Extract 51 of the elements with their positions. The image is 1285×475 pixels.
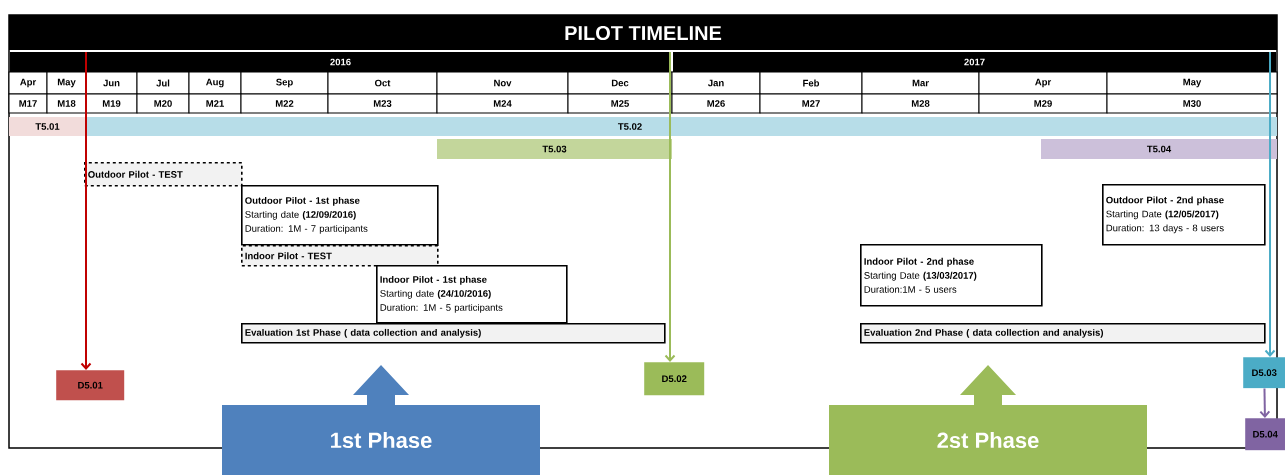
table-cell: M17 [8, 93, 48, 114]
table-cell: M20 [136, 93, 190, 114]
table-cell: M25 [567, 93, 673, 114]
table-cell: M30 [1106, 93, 1278, 114]
task-bar: T5.03 [437, 139, 672, 159]
table-cell: Mar [861, 71, 980, 95]
arrow [664, 51, 676, 362]
arrow [80, 51, 92, 370]
task-bar: T5.01 [9, 117, 86, 136]
deliverable-box: D5.04 [1245, 418, 1285, 451]
table-cell: M29 [978, 93, 1108, 114]
table-cell: M24 [436, 93, 569, 114]
deliverable-box: D5.02 [644, 362, 705, 396]
activity-box: Outdoor Pilot - TEST [84, 162, 243, 187]
activity-box: Indoor Pilot - 2nd phase Starting Date (13/03/2017) Duration:1M - 5 users [860, 244, 1043, 307]
deliverable-box: D5.03 [1243, 357, 1285, 389]
table-cell: May [46, 71, 87, 95]
deliverable-box: D5.01 [56, 370, 125, 401]
table-cell: M21 [188, 93, 242, 114]
table-cell: Apr [8, 71, 48, 95]
table-cell: M22 [240, 93, 329, 114]
table-cell: May [1106, 71, 1278, 95]
activity-box: Indoor Pilot - 1st phase Starting date (24/10/2016) Duration: 1M - 5 participants [376, 265, 568, 324]
table-cell: Sep [240, 71, 329, 95]
arrow [1259, 387, 1271, 418]
activity-box: Outdoor Pilot - 2nd phase Starting Date (12/05/2017) Duration: 13 days - 8 users [1102, 184, 1266, 246]
table-cell: Jul [136, 71, 190, 95]
arrow [1264, 51, 1276, 357]
task-bar: T5.02 [86, 117, 1277, 136]
activity-box: Outdoor Pilot - 1st phase Starting date (12/09/2016) Duration: 1M - 7 participants [241, 185, 439, 246]
activity-box: Indoor Pilot - TEST [241, 245, 439, 267]
task-bar: T5.04 [1041, 139, 1277, 159]
title-band: PILOT TIMELINE [9, 15, 1277, 50]
table-cell: Jun [85, 71, 138, 95]
table-cell: M18 [46, 93, 87, 114]
table-cell: Feb [759, 71, 863, 95]
table-cell: Apr [978, 71, 1108, 95]
table-cell: Oct [327, 71, 438, 95]
table-cell: M27 [759, 93, 863, 114]
year-cell: 2016 [10, 52, 671, 72]
table-cell: M23 [327, 93, 438, 114]
table-cell: M19 [85, 93, 138, 114]
table-cell: Nov [436, 71, 569, 95]
table-cell: M28 [861, 93, 980, 114]
evaluation-box: Evaluation 1st Phase ( data collection and analysis) [241, 323, 666, 344]
year-cell: 2017 [673, 52, 1276, 72]
table-cell: Aug [188, 71, 242, 95]
table-cell: Dec [567, 71, 673, 95]
table-cell: Jan [671, 71, 761, 95]
table-cell: M26 [671, 93, 761, 114]
evaluation-box: Evaluation 2nd Phase ( data collection and analysis) [860, 323, 1266, 344]
